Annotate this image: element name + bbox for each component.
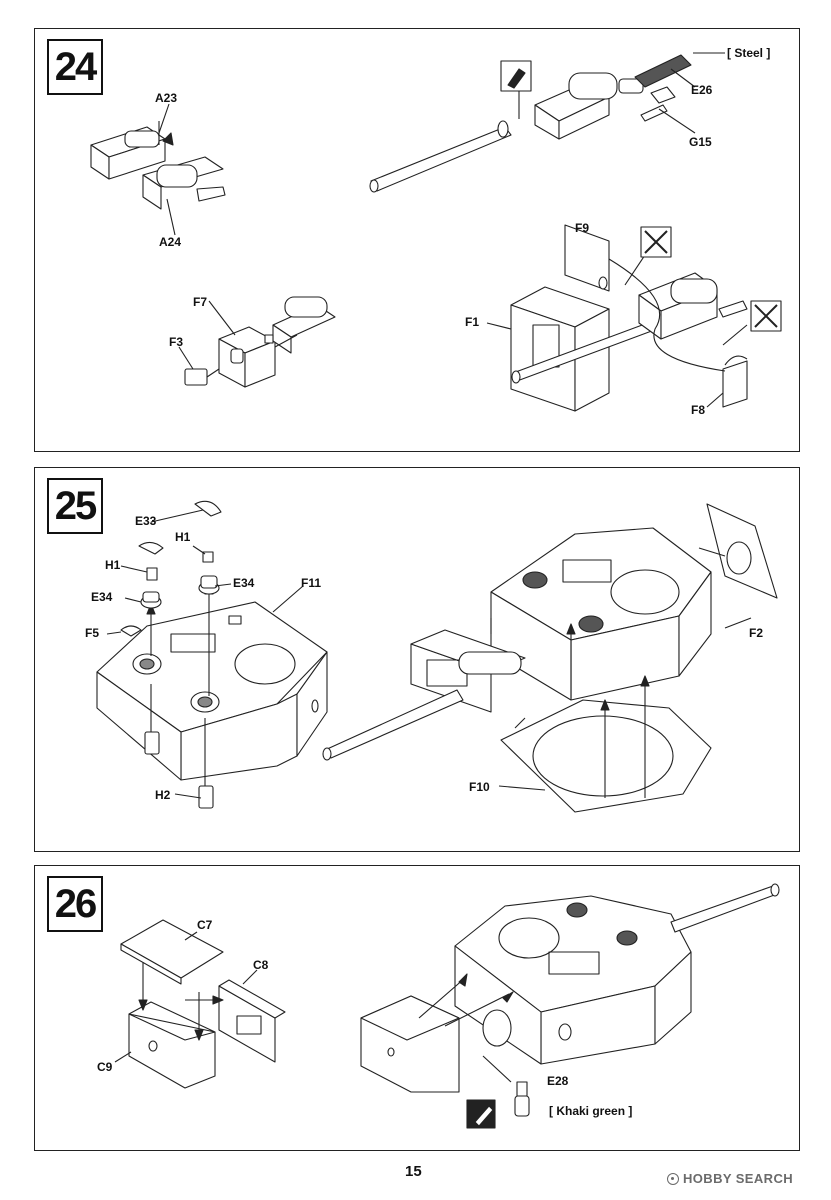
label-e28: E28 xyxy=(547,1074,569,1088)
gun-barrel-assembly xyxy=(369,54,692,193)
step-24-drawing xyxy=(90,52,782,412)
step-26-drawing xyxy=(114,883,780,1129)
turret-assembled xyxy=(454,883,780,1065)
watermark: HOBBY SEARCH xyxy=(667,1171,793,1186)
label-a24: A24 xyxy=(159,235,182,249)
paint-icon xyxy=(466,1099,496,1129)
cement-glue-icon xyxy=(500,60,532,92)
gun-mount-upper xyxy=(90,121,226,210)
label-f1: F1 xyxy=(465,315,480,329)
stowage-box-parts xyxy=(120,919,286,1089)
label-f5: F5 xyxy=(85,626,100,640)
step-24-panel: 24 xyxy=(34,28,800,452)
label-f8: F8 xyxy=(691,403,706,417)
page-number: 15 xyxy=(405,1163,422,1180)
label-f10: F10 xyxy=(469,780,490,794)
label-g15: G15 xyxy=(689,135,712,149)
step-number: 25 xyxy=(47,478,103,534)
label-c8: C8 xyxy=(253,958,269,972)
label-f2: F2 xyxy=(749,626,764,640)
label-f7: F7 xyxy=(193,295,208,309)
label-h1-left: H1 xyxy=(105,558,121,572)
label-e26: E26 xyxy=(691,83,713,97)
hobby-search-logo-icon xyxy=(667,1173,679,1185)
step-number: 26 xyxy=(47,876,103,932)
watermark-text: HOBBY SEARCH xyxy=(683,1171,794,1186)
label-h2: H2 xyxy=(155,788,171,802)
label-steel: [ Steel ] xyxy=(727,46,771,60)
label-c7: C7 xyxy=(197,918,213,932)
step-25-panel: 25 xyxy=(34,467,800,852)
label-f3: F3 xyxy=(169,335,184,349)
turret-roof-f11 xyxy=(96,601,328,781)
turret-ring-f10 xyxy=(500,699,712,813)
step-26-panel: 26 xyxy=(34,865,800,1151)
label-e34-left: E34 xyxy=(91,590,113,604)
label-h1-right: H1 xyxy=(175,530,191,544)
breech-subassembly xyxy=(184,296,336,388)
label-f9: F9 xyxy=(575,221,590,235)
label-e33: E33 xyxy=(135,514,157,528)
label-c9: C9 xyxy=(97,1060,113,1074)
no-glue-icon xyxy=(640,226,672,258)
label-e34-right: E34 xyxy=(233,576,255,590)
no-glue-icon xyxy=(750,300,782,332)
label-f11: F11 xyxy=(301,576,322,590)
step-25-drawing xyxy=(96,500,778,813)
step-number: 24 xyxy=(47,39,103,95)
label-khaki-green: [ Khaki green ] xyxy=(549,1104,633,1118)
turret-body xyxy=(490,527,712,701)
mantlet-assembly xyxy=(510,224,748,412)
label-a23: A23 xyxy=(155,91,178,105)
